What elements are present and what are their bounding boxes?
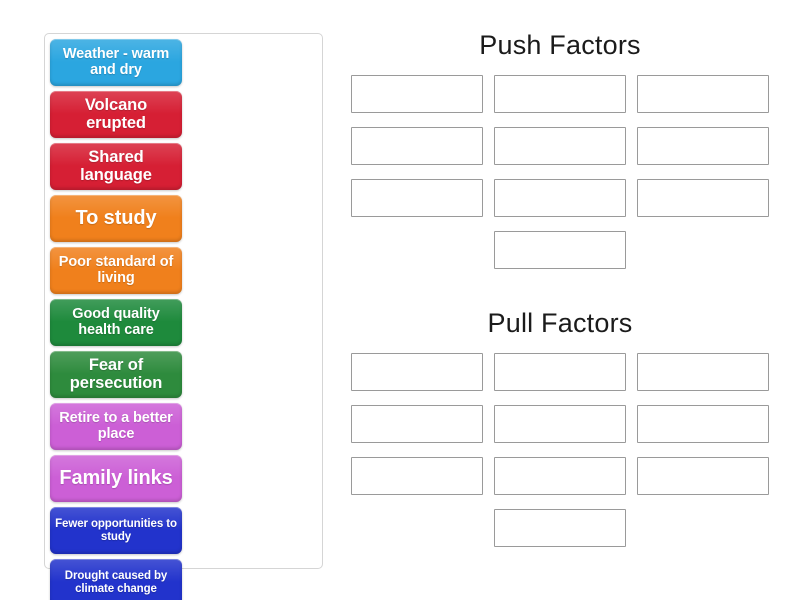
drop-slot-push[interactable]: [637, 127, 769, 165]
word-tile-label: Shared language: [80, 147, 152, 184]
word-tile[interactable]: Drought caused by climate change: [50, 559, 182, 600]
drop-zone-pull-factors[interactable]: Pull Factors: [345, 308, 775, 547]
drop-slot-push[interactable]: [351, 179, 483, 217]
drop-slot-pull[interactable]: [494, 457, 626, 495]
drop-slot-pull[interactable]: [637, 405, 769, 443]
word-tile-label: Fear of persecution: [69, 355, 163, 392]
slot-grid-push-tail: [345, 231, 775, 269]
drop-slot-push[interactable]: [494, 127, 626, 165]
drop-slot-pull[interactable]: [637, 457, 769, 495]
word-tile-label: Family links: [59, 466, 173, 489]
drop-slot-push[interactable]: [637, 75, 769, 113]
drop-slot-pull[interactable]: [637, 353, 769, 391]
word-tile-label: Drought caused by climate change: [64, 570, 168, 595]
drop-slot-push[interactable]: [351, 127, 483, 165]
slot-grid-pull-tail: [345, 509, 775, 547]
word-tile-label: Fewer opportunities to study: [55, 518, 177, 543]
slot-grid-push: [345, 75, 775, 217]
slot-grid-pull: [345, 353, 775, 495]
word-tile[interactable]: Retire to a better place: [50, 403, 182, 450]
drop-slot-pull[interactable]: [351, 457, 483, 495]
zone-title-pull: Pull Factors: [487, 308, 633, 338]
word-tile[interactable]: To study: [50, 195, 182, 242]
drop-slot-pull[interactable]: [494, 353, 626, 391]
drop-slot-push[interactable]: [494, 231, 626, 269]
drop-slot-push[interactable]: [494, 179, 626, 217]
zone-title-push: Push Factors: [479, 30, 641, 60]
drop-zone-push-factors[interactable]: Push Factors: [345, 30, 775, 269]
word-tile[interactable]: Fewer opportunities to study: [50, 507, 182, 554]
drop-slot-pull[interactable]: [351, 353, 483, 391]
word-tile-label: To study: [75, 206, 157, 229]
word-tile-label: Retire to a better place: [59, 409, 173, 442]
drop-slot-push[interactable]: [637, 179, 769, 217]
word-tile-label: Volcano erupted: [84, 95, 148, 132]
word-tile-label: Poor standard of living: [58, 253, 174, 286]
word-tile[interactable]: Poor standard of living: [50, 247, 182, 294]
drop-slot-push[interactable]: [494, 75, 626, 113]
word-tile[interactable]: Weather - warm and dry: [50, 39, 182, 86]
word-tile[interactable]: Good quality health care: [50, 299, 182, 346]
word-tile[interactable]: Volcano erupted: [50, 91, 182, 138]
word-tile-label: Weather - warm and dry: [62, 45, 170, 78]
drop-slot-push[interactable]: [351, 75, 483, 113]
word-tile[interactable]: Shared language: [50, 143, 182, 190]
word-tile-label: Good quality health care: [72, 305, 160, 338]
word-tile[interactable]: Fear of persecution: [50, 351, 182, 398]
drop-slot-pull[interactable]: [494, 509, 626, 547]
drop-slot-pull[interactable]: [494, 405, 626, 443]
drop-slot-pull[interactable]: [351, 405, 483, 443]
word-tile[interactable]: Family links: [50, 455, 182, 502]
